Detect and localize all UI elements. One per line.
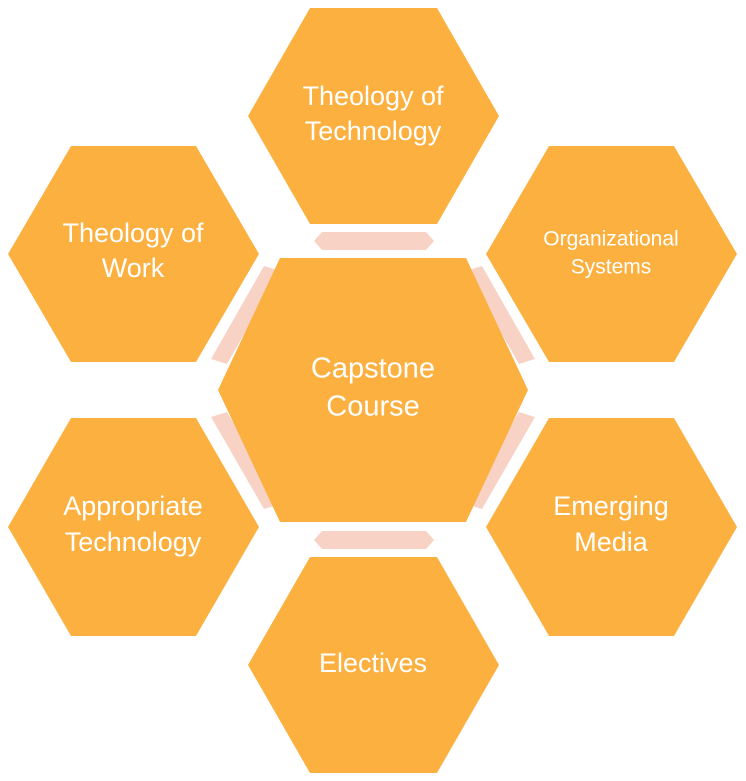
hexagon-upper-left bbox=[8, 146, 259, 362]
hexagon-upper-right bbox=[486, 146, 737, 362]
connector-top bbox=[314, 232, 434, 250]
hexagon-top bbox=[248, 8, 499, 224]
lower-right-label-line2: Media bbox=[574, 527, 649, 557]
hexagon-lower-left bbox=[8, 418, 259, 636]
center-label-line1: Capstone bbox=[311, 353, 435, 385]
hexagon-bottom bbox=[248, 557, 499, 773]
upper-right-label-line2: Systems bbox=[571, 256, 652, 279]
lower-right-label-line1: Emerging bbox=[553, 491, 669, 521]
bottom-label: Electives bbox=[319, 648, 427, 678]
connector-bottom bbox=[314, 531, 434, 549]
upper-left-label-line2: Work bbox=[102, 253, 165, 283]
lower-left-label-line1: Appropriate bbox=[63, 491, 203, 521]
center-label-line2: Course bbox=[326, 391, 420, 423]
connector-upper-left bbox=[211, 266, 280, 364]
lower-left-label-line2: Technology bbox=[65, 527, 202, 557]
hexagon-lower-right bbox=[486, 418, 737, 636]
top-label-line2: Technology bbox=[305, 116, 442, 146]
upper-right-label-line1: Organizational bbox=[543, 228, 678, 251]
hexagon-center bbox=[218, 258, 528, 522]
connector-upper-right bbox=[466, 266, 535, 364]
upper-left-label-line1: Theology of bbox=[62, 218, 204, 248]
top-label-line1: Theology of bbox=[302, 81, 444, 111]
